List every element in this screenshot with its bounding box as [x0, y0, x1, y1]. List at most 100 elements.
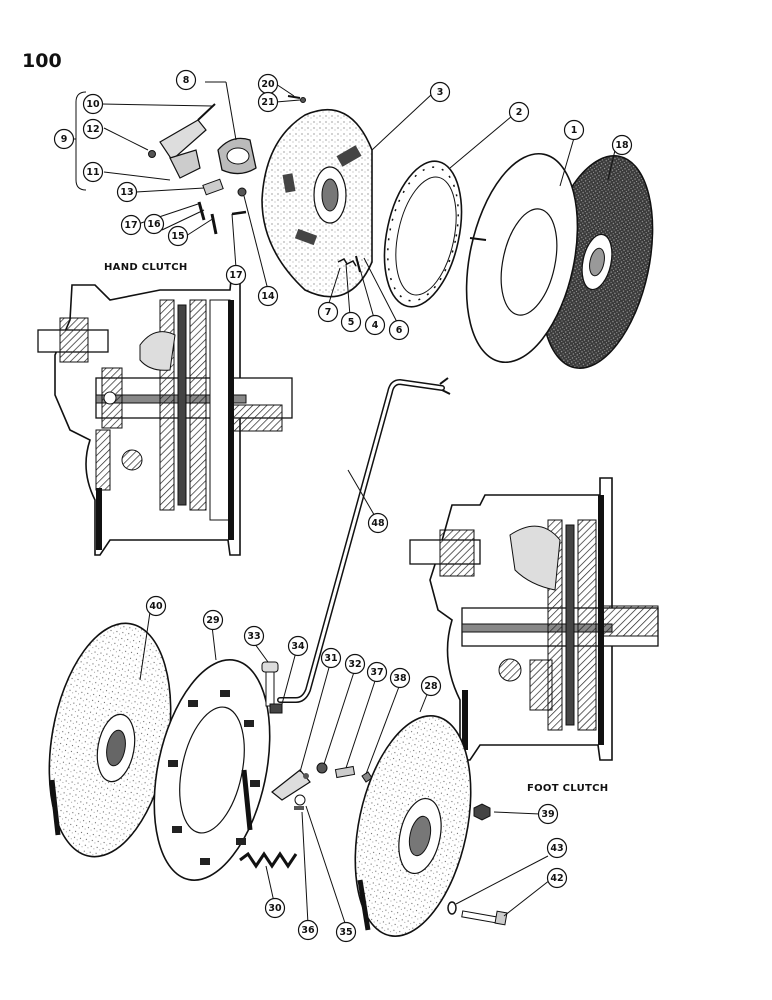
callout-label-13: 13: [120, 187, 133, 198]
callout-12: 12: [82, 118, 104, 140]
callout-label-9: 9: [61, 134, 68, 145]
callout-30: 30: [264, 897, 286, 919]
callout-8: 8: [175, 69, 197, 91]
callout-label-37: 37: [370, 667, 383, 678]
callout-label-40: 40: [149, 601, 163, 612]
callout-29: 29: [202, 609, 224, 631]
back-plate-3: [261, 108, 373, 298]
callout-4: 4: [364, 314, 386, 336]
callout-36: 36: [297, 919, 319, 941]
callout-label-48: 48: [371, 518, 385, 529]
callout-label-16: 16: [147, 219, 161, 230]
callout-label-32: 32: [348, 659, 361, 670]
callout-label-12: 12: [86, 124, 99, 135]
washer-43: [447, 901, 457, 915]
callout-label-4: 4: [372, 320, 379, 331]
callout-label-11: 11: [86, 167, 99, 178]
lever-31: [271, 769, 311, 801]
callout-20: 20: [257, 73, 279, 95]
callout-37: 37: [366, 661, 388, 683]
callout-11: 11: [82, 161, 104, 183]
callout-label-10: 10: [86, 99, 100, 110]
callout-18: 18: [611, 134, 633, 156]
callout-38: 38: [389, 667, 411, 689]
hand-clutch-section: [37, 269, 293, 556]
nut-39: [473, 803, 491, 821]
callout-21: 21: [257, 91, 279, 113]
release-collar-8: [217, 137, 257, 175]
callout-labels: 1234567891011121314151617171820212829303…: [53, 69, 633, 943]
callout-17: 17: [225, 264, 247, 286]
callout-32: 32: [344, 653, 366, 675]
callout-15: 15: [167, 225, 189, 247]
callout-14: 14: [257, 285, 279, 307]
clutch-cover-29: [153, 659, 271, 881]
release-levers-10-11: [148, 103, 216, 179]
small-hardware: [197, 95, 361, 273]
callout-label-20: 20: [261, 79, 275, 90]
callout-label-42: 42: [550, 873, 563, 884]
callout-label-17: 17: [124, 220, 137, 231]
callout-label-36: 36: [301, 925, 315, 936]
callout-label-35: 35: [339, 927, 352, 938]
clutch-rod-48: [277, 377, 451, 703]
callout-48: 48: [367, 512, 389, 534]
callout-28: 28: [420, 675, 442, 697]
pressure-plate-1: [465, 152, 579, 364]
hardware-32-35-36-37-38: [294, 762, 373, 810]
callout-label-34: 34: [291, 641, 305, 652]
callout-6: 6: [388, 319, 410, 341]
callout-10: 10: [82, 93, 104, 115]
callout-label-39: 39: [541, 809, 554, 820]
callout-16: 16: [143, 213, 165, 235]
callout-label-33: 33: [247, 631, 260, 642]
callout-label-3: 3: [437, 87, 444, 98]
callout-31: 31: [320, 647, 342, 669]
callout-label-28: 28: [424, 681, 438, 692]
bolt-42: [461, 910, 508, 926]
callout-label-21: 21: [261, 97, 274, 108]
callout-43: 43: [546, 837, 568, 859]
ring-2: [383, 160, 463, 308]
nut-34: [269, 703, 283, 714]
callout-label-17: 17: [229, 270, 242, 281]
callout-label-7: 7: [325, 307, 332, 318]
callout-label-1: 1: [571, 125, 578, 136]
callout-3: 3: [429, 81, 451, 103]
callout-label-43: 43: [550, 843, 563, 854]
callout-label-38: 38: [393, 673, 407, 684]
callout-17: 17: [120, 214, 142, 236]
driven-disc-40: [48, 622, 172, 858]
hand-clutch-caption: HAND CLUTCH: [104, 262, 188, 273]
callout-40: 40: [145, 595, 167, 617]
foot-clutch-caption: FOOT CLUTCH: [527, 783, 609, 794]
callout-2: 2: [508, 101, 530, 123]
callout-label-30: 30: [268, 903, 282, 914]
callout-label-5: 5: [348, 317, 355, 328]
callout-34: 34: [287, 635, 309, 657]
callout-7: 7: [317, 301, 339, 323]
callout-9: 9: [53, 128, 75, 150]
callout-label-14: 14: [261, 291, 275, 302]
pressure-plate-28: [354, 715, 472, 937]
callout-label-31: 31: [324, 653, 337, 664]
leader-lines: [70, 81, 617, 927]
callout-label-15: 15: [171, 231, 184, 242]
callout-label-8: 8: [183, 75, 190, 86]
callout-39: 39: [537, 803, 559, 825]
callout-label-18: 18: [615, 140, 629, 151]
callout-label-2: 2: [516, 107, 523, 118]
page-number: 100: [22, 50, 62, 72]
callout-35: 35: [335, 921, 357, 943]
callout-42: 42: [546, 867, 568, 889]
callout-1: 1: [563, 119, 585, 141]
callout-label-29: 29: [206, 615, 219, 626]
callout-label-6: 6: [396, 325, 403, 336]
callout-33: 33: [243, 625, 265, 647]
foot-clutch-section: [409, 477, 659, 761]
callout-5: 5: [340, 311, 362, 333]
spring-30: [239, 851, 298, 869]
callout-13: 13: [116, 181, 138, 203]
